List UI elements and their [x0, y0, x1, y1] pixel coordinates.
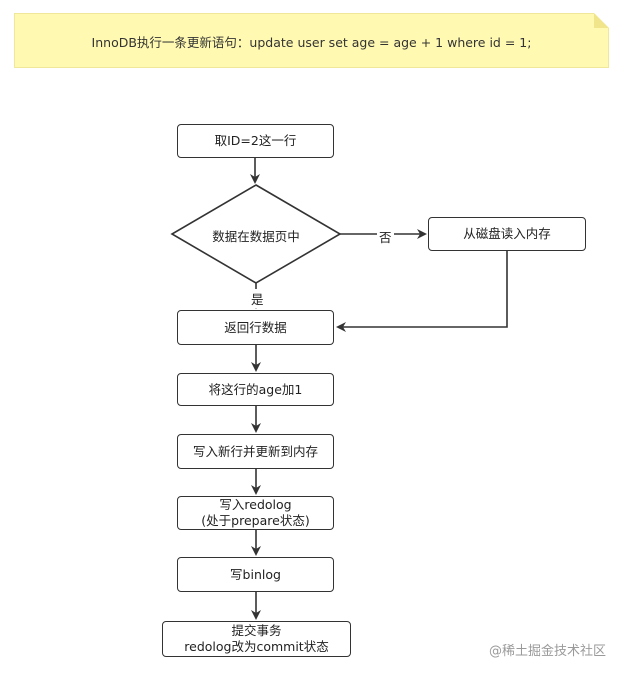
- edge-no-label: 否: [377, 227, 394, 246]
- node-return-row-label: 返回行数据: [224, 319, 287, 335]
- node-write-redolog-line2: (处于prepare状态): [201, 513, 310, 528]
- note-text: InnoDB执行一条更新语句：update user set age = age…: [91, 35, 532, 50]
- node-return-row: 返回行数据: [177, 310, 334, 345]
- node-read-disk-label: 从磁盘读入内存: [463, 226, 551, 241]
- node-commit-line1: 提交事务: [231, 623, 282, 638]
- node-write-new-label: 写入新行并更新到内存: [192, 443, 318, 459]
- node-add-one: 将这行的age加1: [177, 373, 334, 406]
- node-fetch-row-label: 取ID=2这一行: [214, 133, 297, 148]
- edge-disk-to-return: [336, 251, 508, 332]
- watermark: @稀土掘金技术社区: [488, 644, 606, 659]
- node-add-one-label: 将这行的age加1: [208, 381, 303, 397]
- node-fetch-row: 取ID=2这一行: [177, 124, 334, 158]
- node-commit-line2: redolog改为commit状态: [184, 639, 329, 654]
- decision-label: 数据在数据页中: [212, 229, 300, 244]
- node-read-disk: 从磁盘读入内存: [428, 217, 586, 251]
- node-commit: 提交事务 redolog改为commit状态: [162, 621, 351, 657]
- node-write-redolog-line1: 写入redolog: [219, 497, 292, 512]
- node-write-new: 写入新行并更新到内存: [177, 434, 334, 469]
- node-write-redolog: 写入redolog (处于prepare状态): [177, 496, 334, 530]
- node-write-binlog-label: 写binlog: [230, 566, 281, 582]
- edge-yes-label: 是: [249, 289, 266, 308]
- node-write-binlog: 写binlog: [177, 557, 334, 592]
- title-note: InnoDB执行一条更新语句：update user set age = age…: [14, 13, 609, 68]
- note-folded-corner: [594, 13, 609, 28]
